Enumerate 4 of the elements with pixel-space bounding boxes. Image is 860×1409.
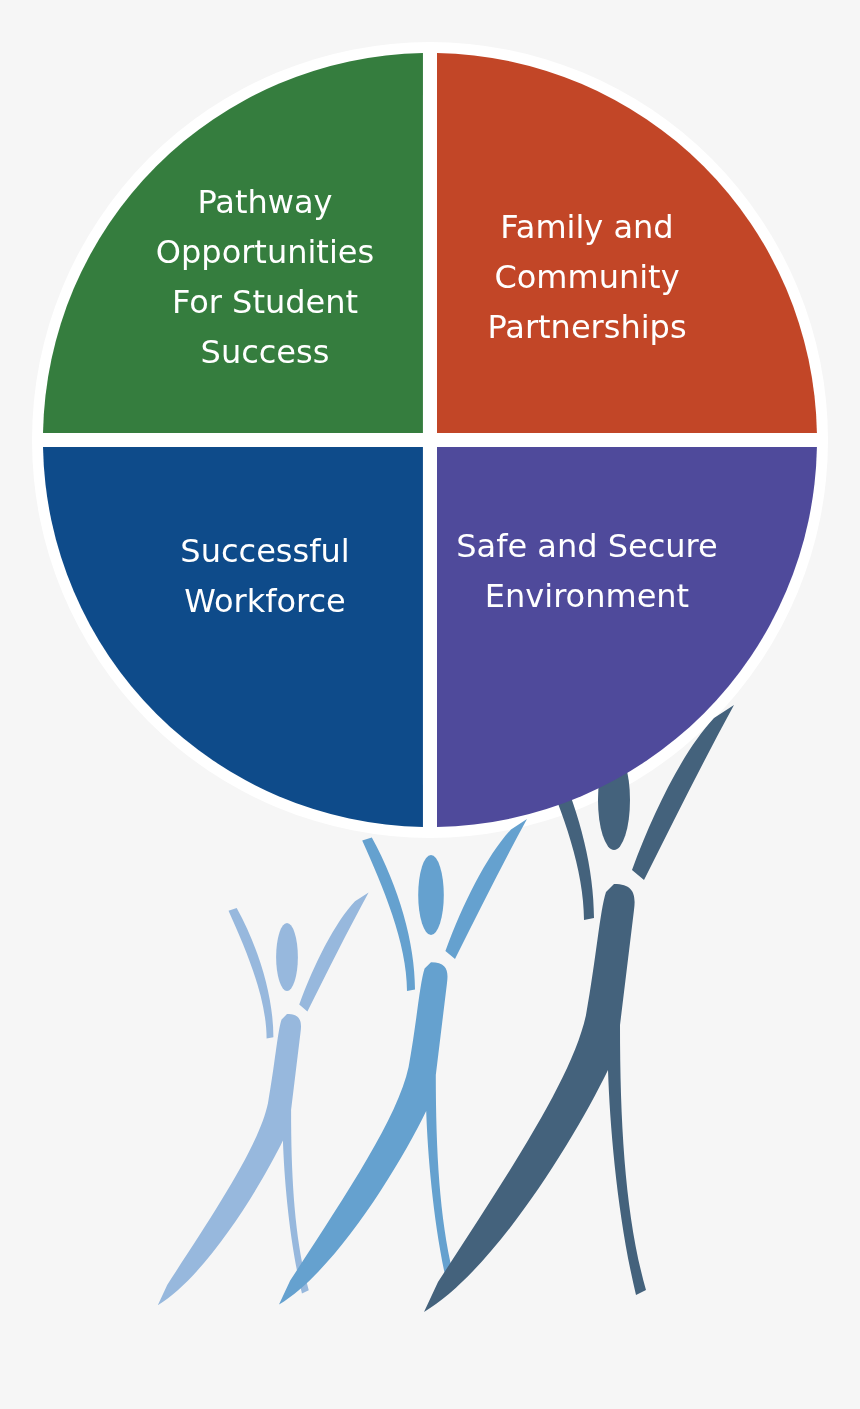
segment-label: Successful Workforce xyxy=(179,531,351,622)
segment-label: Safe and Secure Environment xyxy=(455,526,719,617)
segment-label: Pathway Opportunities For Student Success xyxy=(154,182,376,373)
segment-label: Family and Community Partnerships xyxy=(486,207,688,348)
